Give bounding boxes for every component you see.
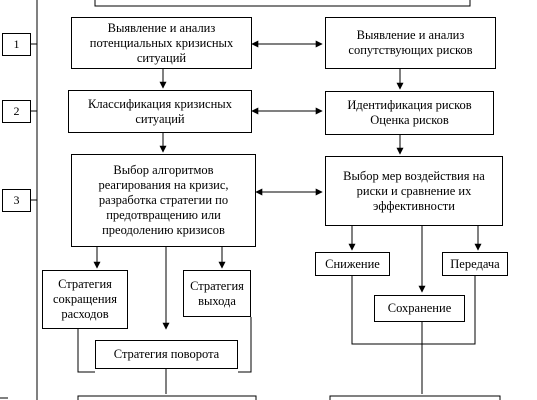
box-identify-risks: Выявление и анализ сопутствующих рисков: [325, 17, 496, 69]
top-box-fragment: [94, 0, 471, 7]
box-algorithms: Выбор алгоритмов реагирования на кризис,…: [71, 154, 256, 247]
box-option-transfer: Передача: [442, 252, 508, 276]
box-classify-crisis: Классификация кризисных ситуаций: [68, 90, 252, 133]
box-option-reduce: Снижение: [315, 252, 390, 276]
step-2-box: 2: [2, 100, 31, 123]
box-strategy-exit: Стратегия выхода: [183, 270, 251, 317]
box-strategy-turn: Стратегия поворота: [95, 340, 238, 369]
box-measures: Выбор мер воздействия на риски и сравнен…: [325, 156, 503, 226]
step-1-box: 1: [2, 33, 31, 56]
box-strategy-cost: Стратегия сокращения расходов: [42, 270, 128, 329]
box-option-keep: Сохранение: [374, 295, 465, 322]
step-3-box: 3: [2, 189, 31, 212]
box-identify-crisis: Выявление и анализ потенциальных кризисн…: [71, 17, 252, 69]
box-assess-risks: Идентификация рисков Оценка рисков: [325, 91, 494, 135]
